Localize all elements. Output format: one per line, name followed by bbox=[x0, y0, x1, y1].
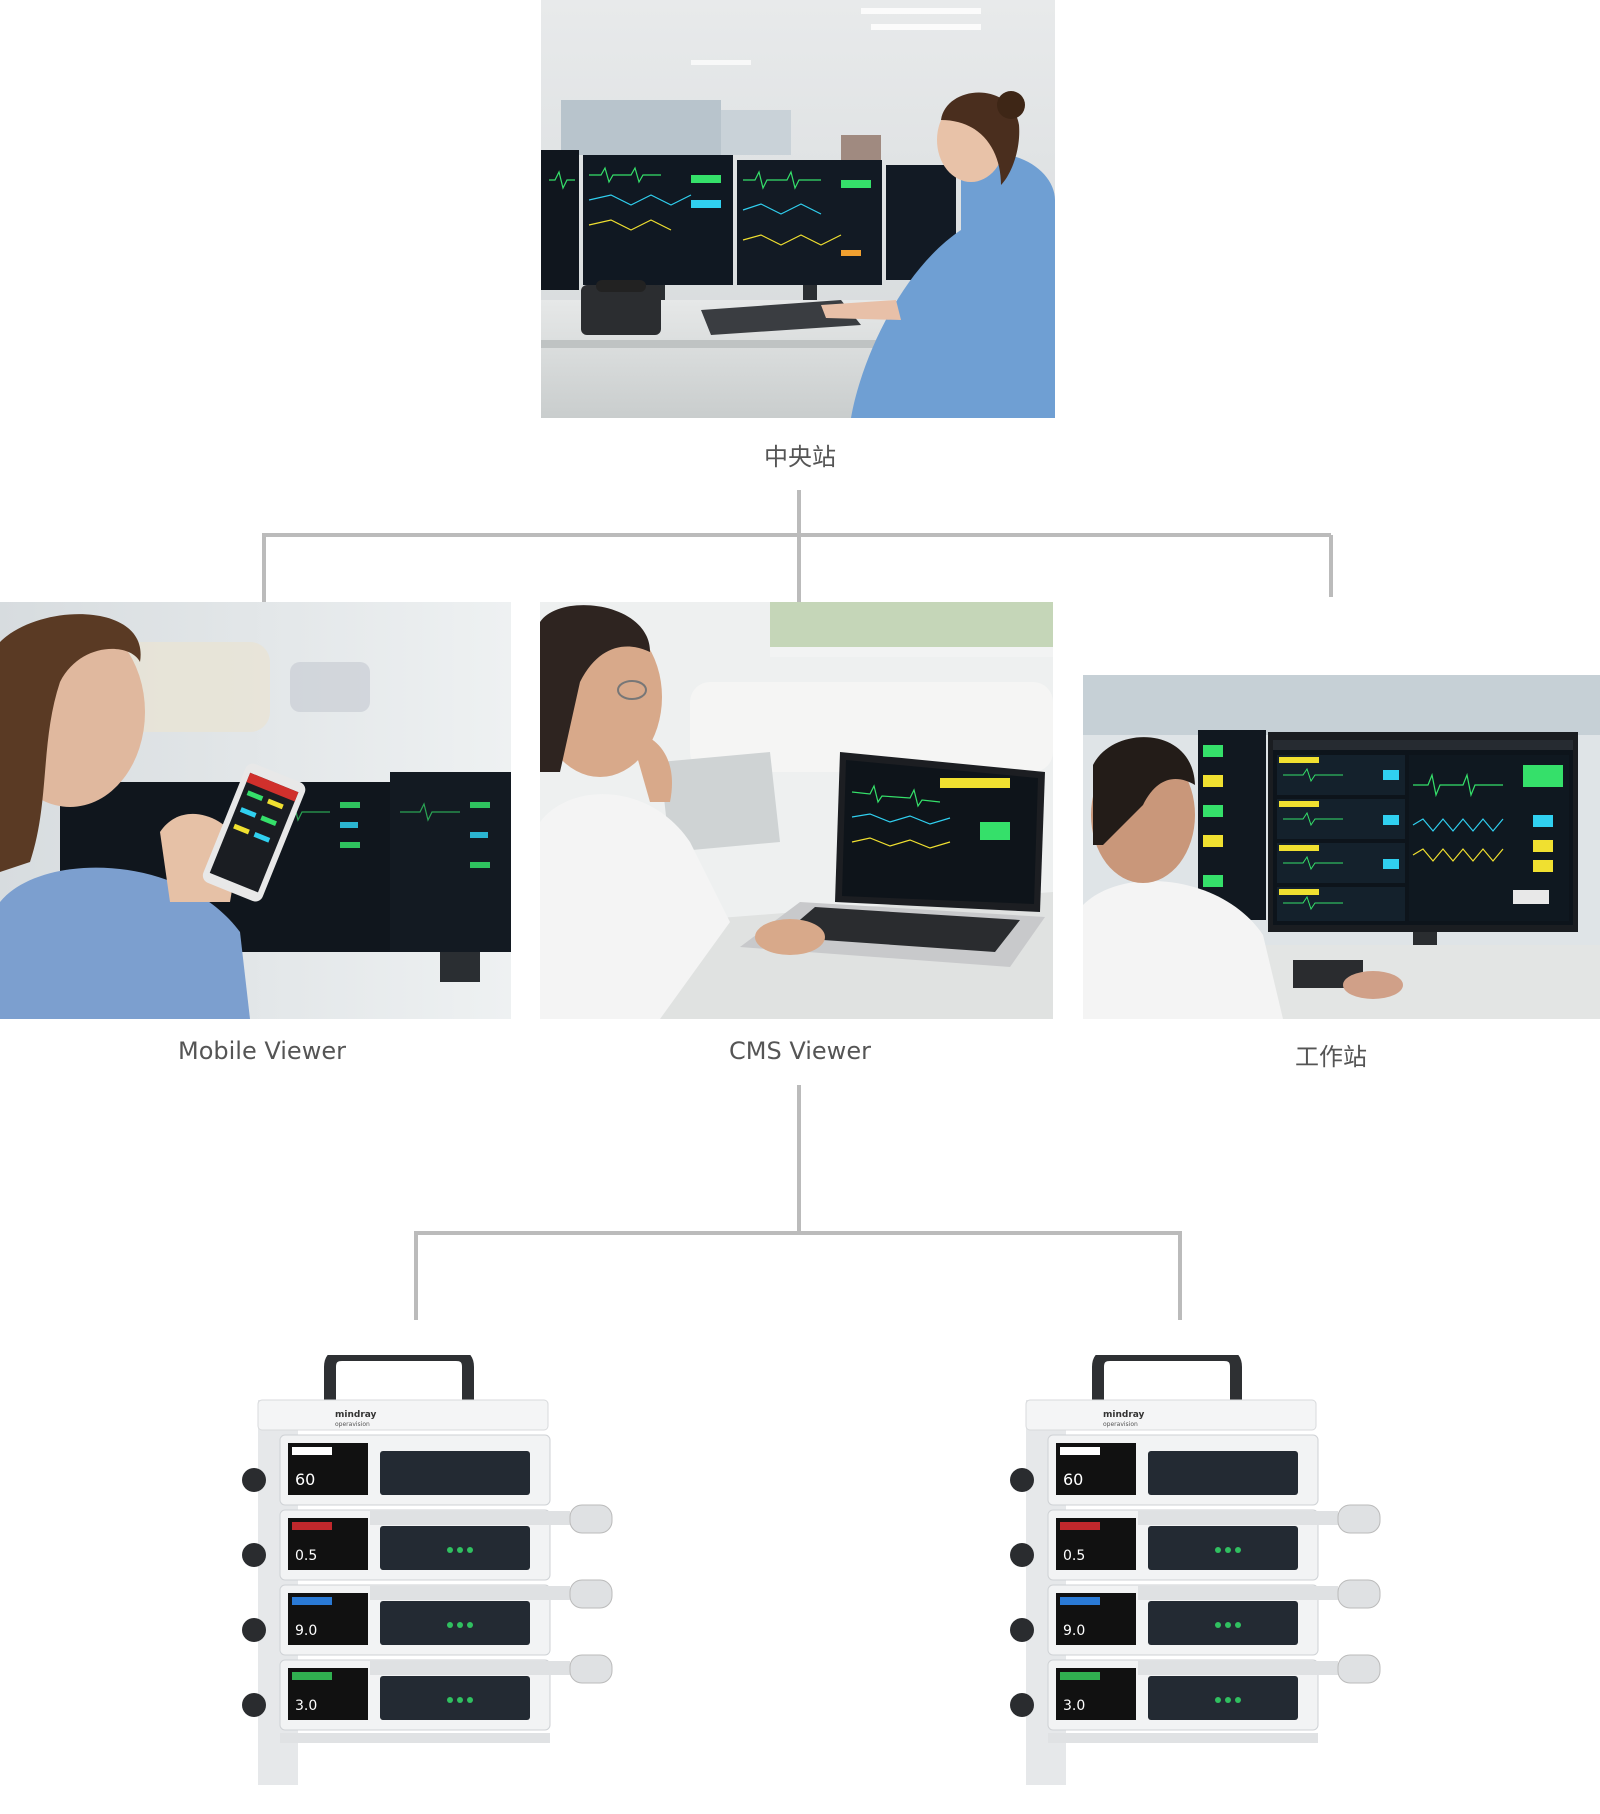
pump-reading-4: 3.0 bbox=[1063, 1698, 1085, 1714]
cms-viewer-label: CMS Viewer bbox=[729, 1037, 871, 1065]
central-station-label: 中央站 bbox=[764, 443, 836, 471]
cms-viewer-photo bbox=[540, 602, 1053, 1019]
pump-reading-2: 0.5 bbox=[1063, 1548, 1085, 1564]
pump-reading-2: 0.5 bbox=[295, 1548, 317, 1564]
pump-sub-brand: operavision bbox=[1103, 1421, 1138, 1428]
infusion-pump-rack-right: mindray operavision 60 0.5 9.0 bbox=[1008, 1349, 1408, 1785]
pump-brand: mindray bbox=[335, 1410, 377, 1420]
pump-reading-3: 9.0 bbox=[295, 1623, 317, 1639]
pump-reading-1: 60 bbox=[1063, 1470, 1083, 1489]
workstation-photo bbox=[1083, 675, 1600, 1019]
pump-sub-brand: operavision bbox=[335, 1421, 370, 1428]
pump-reading-1: 60 bbox=[295, 1470, 315, 1489]
pump-reading-4: 3.0 bbox=[295, 1698, 317, 1714]
infusion-pump-rack-left: mindray operavision 60 0.5 9.0 bbox=[240, 1349, 640, 1785]
mobile-viewer-photo bbox=[0, 602, 511, 1019]
mobile-viewer-label: Mobile Viewer bbox=[178, 1037, 346, 1065]
pump-reading-3: 9.0 bbox=[1063, 1623, 1085, 1639]
pump-brand: mindray bbox=[1103, 1410, 1145, 1420]
workstation-label: 工作站 bbox=[1295, 1043, 1367, 1071]
central-station-photo bbox=[541, 0, 1055, 418]
